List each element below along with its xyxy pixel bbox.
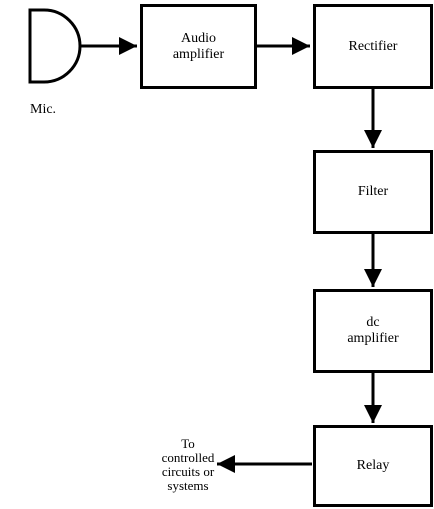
filter-block: Filter [313, 150, 433, 234]
audio-amplifier-block: Audio amplifier [140, 4, 257, 89]
relay-label: Relay [356, 458, 390, 473]
filter-label: Filter [357, 184, 389, 199]
rectifier-block: Rectifier [313, 4, 433, 89]
output-label-line1: To [181, 436, 195, 451]
microphone-icon [28, 8, 82, 84]
mic-label: Mic. [30, 102, 57, 117]
output-label-line4: systems [167, 478, 209, 493]
dc-amplifier-label-line1: dc [366, 315, 380, 330]
audio-amplifier-label-line1: Audio [181, 30, 216, 46]
relay-block: Relay [313, 425, 433, 507]
dc-amplifier-block: dc amplifier [313, 289, 433, 373]
dc-amplifier-label-line2: amplifier [347, 331, 399, 346]
rectifier-label: Rectifier [348, 38, 398, 54]
output-label-line3: circuits or [161, 464, 215, 479]
output-label-line2: controlled [161, 450, 215, 465]
output-label: To controlled circuits or systems [160, 437, 216, 493]
audio-amplifier-label-line2: amplifier [172, 46, 225, 62]
